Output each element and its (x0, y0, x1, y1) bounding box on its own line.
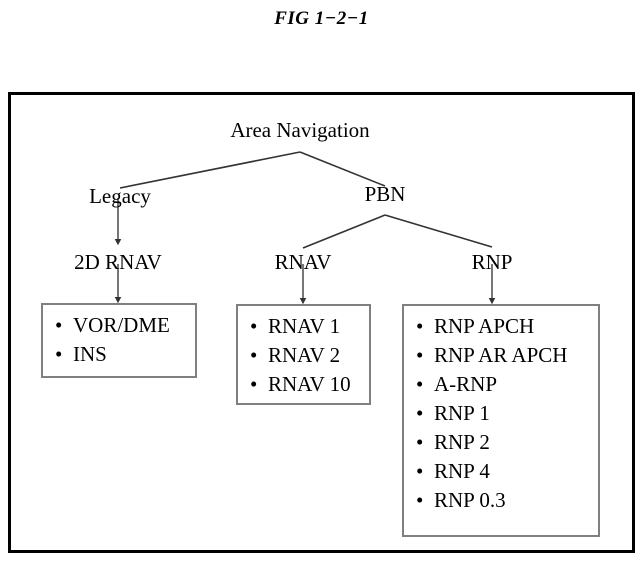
list-item: • RNP 2 (416, 428, 588, 457)
figure-title: FIG 1−2−1 (274, 8, 369, 29)
list-item-label: RNAV 2 (268, 343, 341, 367)
bullet-icon: • (416, 372, 424, 396)
list-item: • RNP 1 (416, 399, 588, 428)
list-item: • RNP 4 (416, 457, 588, 486)
node-pbn: PBN (364, 182, 406, 206)
list-item-label: RNP AR APCH (434, 343, 568, 367)
list-item: • RNP APCH (416, 312, 588, 341)
bullet-icon: • (55, 342, 63, 366)
list-item: • RNP AR APCH (416, 341, 588, 370)
bullet-icon: • (250, 372, 258, 396)
list-item: • RNAV 2 (250, 341, 359, 370)
rnp-items-box: •RNP APCH•RNP AR APCH•A-RNP•RNP 1•RNP 2•… (402, 304, 600, 537)
list-item-label: INS (73, 342, 107, 366)
bullet-icon: • (55, 313, 63, 337)
bullet-icon: • (250, 314, 258, 338)
node-area-navigation: Area Navigation (230, 118, 370, 142)
rnp-items-list: •RNP APCH•RNP AR APCH•A-RNP•RNP 1•RNP 2•… (416, 312, 588, 515)
node-rnp: RNP (471, 250, 513, 274)
rnav-items-box: • RNAV 1 • RNAV 2 • RNAV 10 (236, 304, 371, 405)
bullet-icon: • (416, 314, 424, 338)
list-item-label: RNP APCH (434, 314, 535, 338)
list-item: • RNAV 10 (250, 370, 359, 399)
legacy-items-box: • VOR/DME • INS (41, 303, 197, 378)
list-item-label: A-RNP (434, 372, 498, 396)
bullet-icon: • (416, 459, 424, 483)
legacy-items-list: • VOR/DME • INS (55, 311, 185, 369)
node-legacy: Legacy (89, 184, 151, 208)
bullet-icon: • (416, 343, 424, 367)
rnav-items-list: • RNAV 1 • RNAV 2 • RNAV 10 (250, 312, 359, 399)
list-item-label: RNP 1 (434, 401, 490, 425)
list-item-label: RNP 4 (434, 459, 490, 483)
list-item-label: RNP 2 (434, 430, 490, 454)
bullet-icon: • (250, 343, 258, 367)
list-item: • VOR/DME (55, 311, 185, 340)
list-item: • RNP 0.3 (416, 486, 588, 515)
list-item-label: RNP 0.3 (434, 488, 506, 512)
node-rnav: RNAV (274, 250, 332, 274)
list-item: • INS (55, 340, 185, 369)
list-item-label: RNAV 10 (268, 372, 351, 396)
bullet-icon: • (416, 488, 424, 512)
bullet-icon: • (416, 430, 424, 454)
list-item-label: RNAV 1 (268, 314, 341, 338)
bullet-icon: • (416, 401, 424, 425)
list-item: • RNAV 1 (250, 312, 359, 341)
list-item-label: VOR/DME (73, 313, 170, 337)
node-2d-rnav: 2D RNAV (74, 250, 162, 274)
list-item: • A-RNP (416, 370, 588, 399)
